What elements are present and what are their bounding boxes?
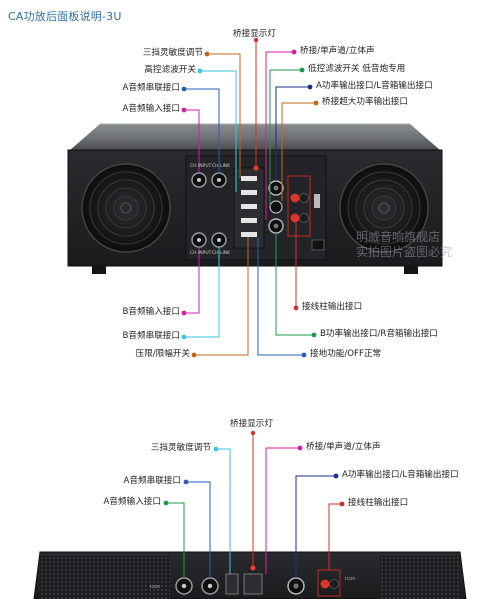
watermark-line-1: 明威音响旗舰店 bbox=[356, 230, 441, 244]
bridge-switch-bottom-icon bbox=[243, 573, 263, 595]
fan-left-icon bbox=[81, 163, 171, 253]
vent-grille-right bbox=[380, 556, 460, 599]
watermark-line-2: 实拍图片盗图必究 bbox=[356, 245, 453, 259]
amp-lid bbox=[70, 124, 440, 150]
page-title: CA功放后面板说明-3U bbox=[8, 10, 122, 23]
panel-ch-input-a: CH INPUT bbox=[190, 164, 212, 169]
bridge-led-bottom-icon bbox=[250, 565, 256, 571]
terminal-black-2-icon bbox=[299, 213, 309, 223]
label-a-output: A功率输出接口/L音箱输出接口 bbox=[316, 81, 433, 91]
label-ground: 接地功能/OFF正常 bbox=[310, 349, 382, 359]
label-bottom-a-input: A音频输入接口 bbox=[103, 497, 161, 507]
terminal-red-bottom-icon bbox=[320, 579, 330, 589]
speakon-bridge-icon bbox=[269, 200, 283, 214]
terminal-frame bbox=[287, 175, 311, 237]
label-a-input: A音频输入接口 bbox=[122, 104, 180, 114]
leader-lines-bottom bbox=[163, 430, 345, 578]
label-bottom-a-link: A音频串联接口 bbox=[123, 476, 181, 486]
terminal-black-bottom-icon bbox=[329, 579, 339, 589]
panel-mark-left: icon · bbox=[150, 584, 164, 590]
speakon-b-icon bbox=[268, 218, 284, 234]
ground-switch-icon bbox=[314, 194, 320, 208]
label-bridge-mode: 桥接/单声道/立体声 bbox=[300, 46, 375, 56]
speakon-bottom-icon bbox=[287, 577, 305, 595]
label-bridge-output: 桥接超大功率输出接口 bbox=[322, 97, 408, 107]
label-bottom-bridge-mode: 桥接/单声道/立体声 bbox=[306, 442, 381, 452]
label-bottom-terminal: 接线柱输出接口 bbox=[348, 498, 409, 508]
vent-grille-left bbox=[40, 556, 170, 599]
label-bottom-a-output: A功率输出接口/L音箱输出接口 bbox=[342, 470, 459, 480]
label-bottom-sensitivity: 三挡灵敏度调节 bbox=[150, 443, 211, 453]
xlr-input-b-icon bbox=[191, 232, 207, 248]
terminal-red-1-icon bbox=[290, 193, 300, 203]
amplifier-bottom-unit: icon · icon · bbox=[33, 551, 467, 599]
xlr-link-b-icon bbox=[211, 232, 227, 248]
highpass-switch-icon bbox=[241, 190, 257, 195]
panel-mark-right: icon · bbox=[345, 576, 359, 582]
xlr-link-bottom-icon bbox=[201, 577, 219, 595]
panel-ch-link-a: CH LINK bbox=[212, 164, 231, 169]
terminal-red-2-icon bbox=[290, 213, 300, 223]
label-terminal: 接线柱输出接口 bbox=[302, 302, 363, 312]
speakon-a-icon bbox=[268, 180, 284, 196]
label-sensitivity: 三挡灵敏度调节 bbox=[142, 48, 203, 58]
panel-ch-input-b: CH INPUT bbox=[190, 251, 212, 256]
xlr-link-a-icon bbox=[211, 172, 227, 188]
leader-lines-top bbox=[181, 37, 319, 358]
label-lowpass: 低控滤波开关 低音炮专用 bbox=[308, 64, 406, 74]
limiter-switch-icon bbox=[241, 232, 257, 237]
amp-foot-left bbox=[92, 266, 106, 274]
sensitivity-switch-icon bbox=[241, 176, 257, 181]
power-socket-icon bbox=[311, 239, 325, 251]
fan-right-icon bbox=[339, 163, 429, 253]
xlr-input-a-icon bbox=[191, 172, 207, 188]
amplifier-top-unit bbox=[67, 123, 443, 274]
lowpass-switch-icon bbox=[241, 204, 257, 209]
label-b-input: B音频输入接口 bbox=[122, 307, 180, 317]
label-bottom-bridge-light: 桥接显示灯 bbox=[230, 419, 273, 429]
terminal-black-1-icon bbox=[299, 193, 309, 203]
bridge-switch-icon bbox=[241, 218, 257, 223]
label-bridge-light: 桥接显示灯 bbox=[233, 29, 276, 39]
amp-foot-right bbox=[404, 266, 418, 274]
label-a-link: A音频串联接口 bbox=[122, 83, 180, 93]
sensitivity-switch-bottom-icon bbox=[225, 573, 239, 595]
label-b-link: B音频串联接口 bbox=[122, 331, 180, 341]
label-highpass: 高控滤波开关 bbox=[144, 65, 196, 75]
panel-ch-link-b: CH LINK bbox=[212, 251, 231, 256]
label-b-output: B功率输出接口/R音箱输出接口 bbox=[320, 329, 438, 339]
label-limiter: 压限/限幅开关 bbox=[135, 349, 190, 359]
xlr-input-bottom-icon bbox=[175, 577, 193, 595]
watermark: 明威音响旗舰店 实拍图片盗图必究 bbox=[356, 230, 452, 260]
